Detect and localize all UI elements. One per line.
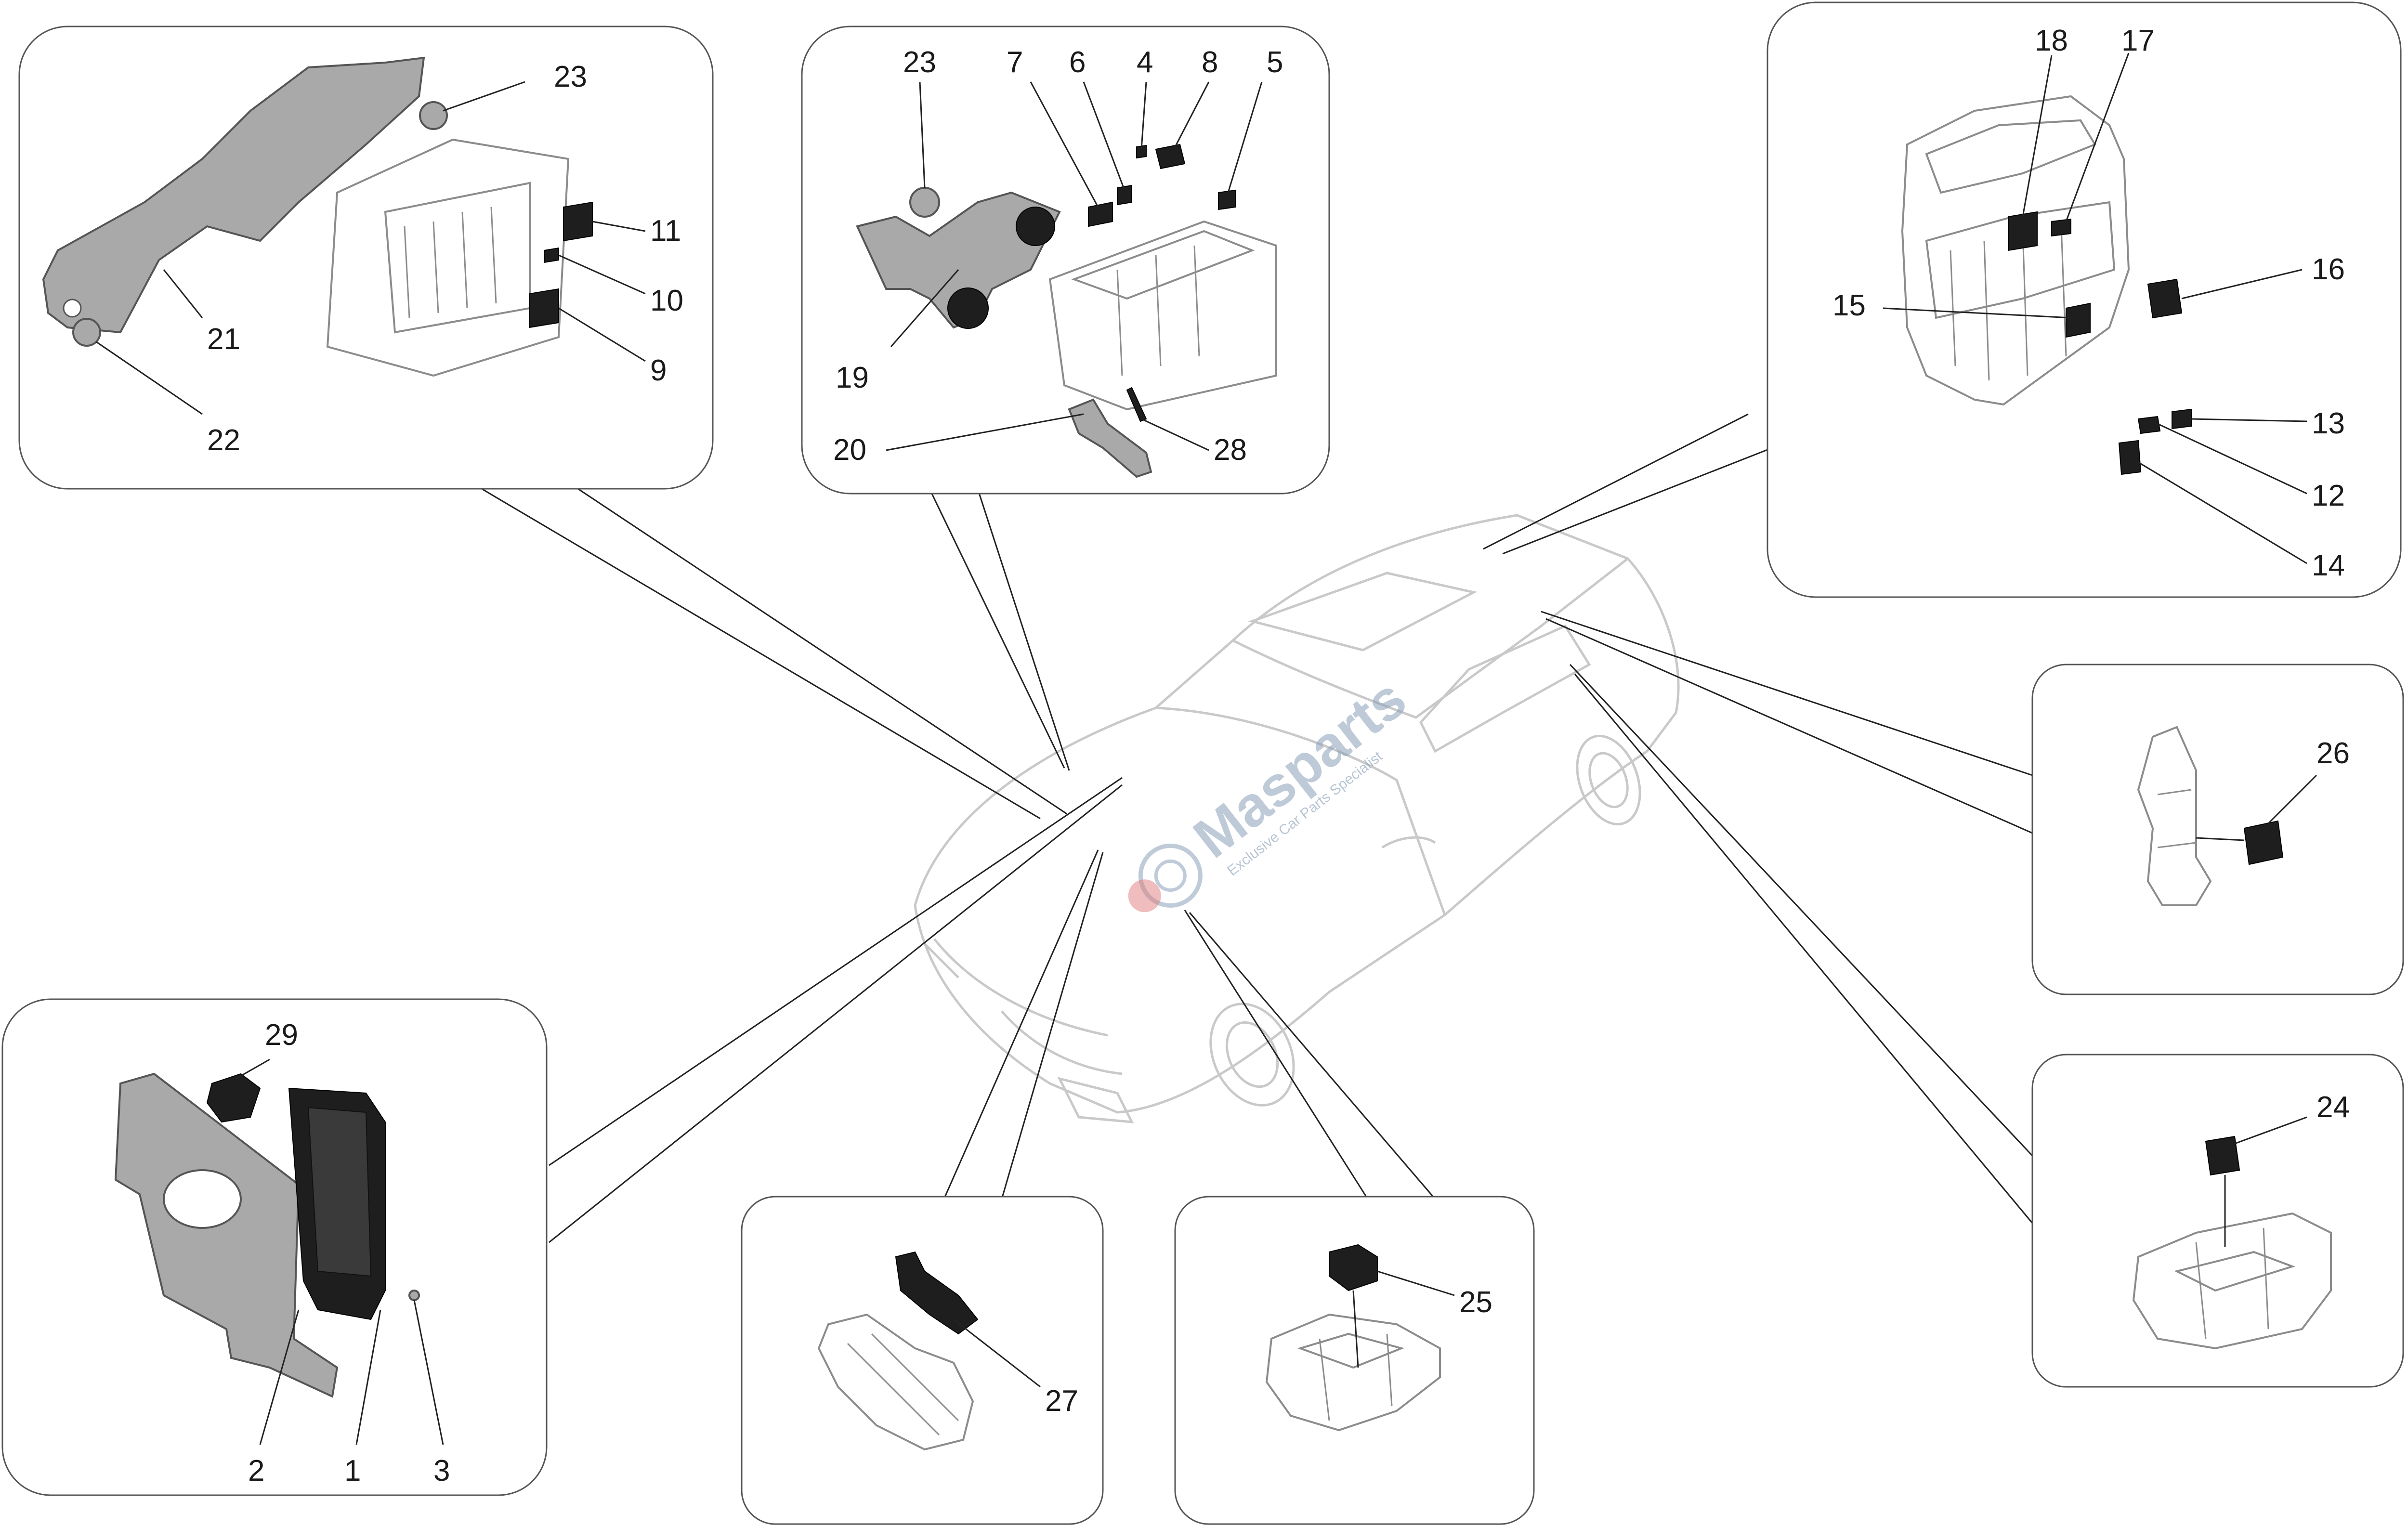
fuse-17 (2051, 218, 2071, 237)
bracket-21 (42, 56, 425, 334)
panel-top-right (1767, 1, 2402, 598)
relay-14 (2118, 440, 2142, 475)
callout-label: 23 (903, 46, 936, 79)
callout-label: 2 (248, 1454, 264, 1487)
fuse-6 (1117, 184, 1132, 206)
relay-8 (1155, 143, 1186, 170)
callout-label: 8 (1202, 46, 1218, 79)
callout-label: 3 (433, 1454, 450, 1487)
relay-16 (2147, 278, 2183, 319)
relay-carrier (817, 1313, 974, 1451)
relay-9 (529, 288, 559, 328)
callout-label: 4 (1137, 46, 1153, 79)
callout-label: 28 (1214, 433, 1247, 467)
panel-bottom-left (1, 998, 548, 1496)
watermark-brand: Masparts (1182, 666, 1418, 870)
relay-bracket (2137, 726, 2212, 906)
fuse-13 (2172, 408, 2192, 430)
panel-mid-right (2031, 664, 2404, 995)
nut-22 (72, 318, 101, 347)
relay-base (1265, 1313, 1441, 1432)
nut-23 (419, 101, 448, 130)
callout-label: 20 (833, 433, 866, 467)
callout-label: 9 (650, 354, 667, 387)
relay-25 (1329, 1244, 1378, 1291)
callout-label: 6 (1069, 46, 1086, 79)
callout-label: 25 (1459, 1286, 1492, 1319)
panel-top-left (18, 26, 714, 490)
sensor-29 (206, 1073, 261, 1123)
callout-label: 19 (836, 361, 869, 394)
callout-label: 26 (2316, 737, 2350, 770)
callout-label: 17 (2121, 24, 2155, 57)
callout-label: 5 (1267, 46, 1283, 79)
callout-label: 7 (1007, 46, 1023, 79)
callout-label: 12 (2312, 479, 2345, 512)
panel-bottom-right (2031, 1054, 2404, 1388)
callout-label: 15 (1832, 289, 1866, 322)
callout-label: 14 (2312, 549, 2345, 582)
bracket-19 (856, 191, 1061, 329)
fuse-5 (1218, 189, 1236, 210)
callout-label: 18 (2035, 24, 2068, 57)
relay-24 (2205, 1135, 2240, 1176)
callout-label: 21 (207, 323, 240, 356)
callout-label: 13 (2312, 407, 2345, 440)
bolt-23 (909, 187, 940, 218)
relay-18 (2008, 211, 2038, 251)
panel-top-right-labels: 18 17 16 15 13 12 14 (1832, 24, 2345, 582)
vehicle-outline (914, 514, 1680, 1123)
panel-bottom-center-left (741, 1196, 1104, 1525)
screw-3 (408, 1290, 420, 1301)
panel-top-left-labels: 23 11 10 9 21 22 (207, 60, 683, 457)
relay-15 (2066, 302, 2091, 338)
relay-11 (563, 201, 593, 242)
fuse-7 (1088, 201, 1113, 227)
callout-label: 23 (554, 60, 587, 93)
callout-label: 1 (344, 1454, 361, 1487)
callout-label: 10 (650, 284, 683, 317)
panel-top-center-labels: 23 7 6 4 8 5 19 20 28 (833, 46, 1283, 467)
relay-27 (895, 1251, 979, 1335)
callout-label: 29 (265, 1018, 298, 1052)
panel-top-center (801, 26, 1330, 495)
callout-label: 16 (2312, 253, 2345, 286)
panel-bottom-center (1174, 1196, 1535, 1525)
relay-26 (2243, 820, 2284, 865)
fuse-4 (1136, 144, 1147, 159)
callout-label: 22 (207, 424, 240, 457)
callout-label: 24 (2316, 1091, 2350, 1124)
bracket-20 (1068, 398, 1152, 478)
fuse-10 (544, 247, 559, 263)
callout-leaders (481, 413, 2033, 1243)
callout-label: 27 (1045, 1384, 1078, 1418)
panel-bottom-left-labels: 29 2 1 3 (248, 1018, 450, 1487)
callout-label: 11 (650, 214, 681, 248)
fuse-28 (1126, 387, 1147, 422)
fuse-12 (2137, 416, 2161, 434)
